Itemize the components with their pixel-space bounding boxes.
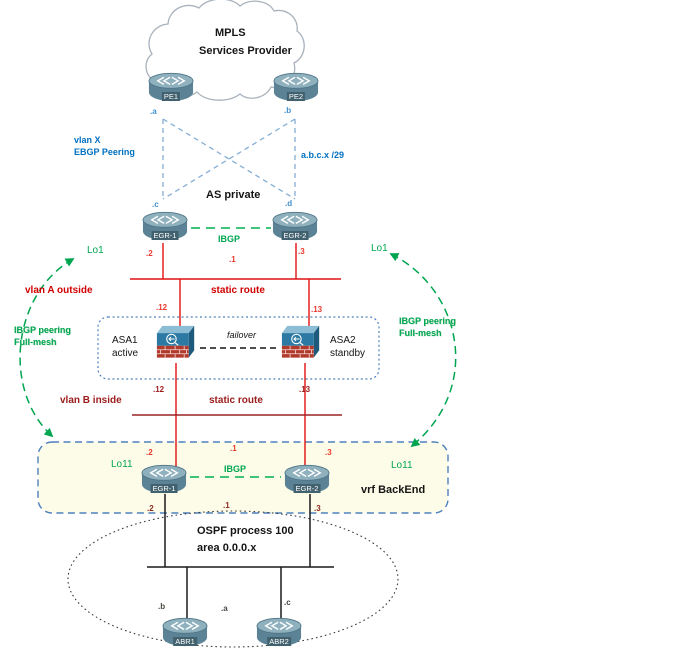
label-port-c-ospf: .c bbox=[284, 598, 291, 607]
firewall-asa1 bbox=[153, 324, 199, 364]
label-lo1-right: Lo1 bbox=[371, 243, 388, 254]
router-egr1-bottom: EGR-1 bbox=[139, 464, 189, 494]
label-vlan-x: vlan X bbox=[74, 135, 101, 145]
label-as-private: AS private bbox=[206, 189, 261, 201]
label-port-b-ospf: .b bbox=[158, 602, 166, 611]
label-port-a-ospf: .a bbox=[221, 604, 228, 613]
router-label: EGR-1 bbox=[150, 484, 178, 493]
lo1-curves bbox=[19, 253, 457, 448]
label-ip12-top: .12 bbox=[156, 303, 168, 312]
router-egr2-bottom: EGR-2 bbox=[282, 464, 332, 494]
label-lo1-left: Lo1 bbox=[87, 245, 104, 256]
label-ip1-top: .1 bbox=[229, 255, 236, 264]
router-label: ABR1 bbox=[173, 637, 197, 646]
label-ip2-ospf: .2 bbox=[147, 504, 154, 513]
firewall-icon bbox=[156, 325, 195, 358]
label-ospf-area: area 0.0.0.x bbox=[197, 542, 257, 554]
label-mesh-right-2: Full-mesh bbox=[399, 328, 442, 338]
firewall-asa2 bbox=[278, 324, 324, 364]
label-port-b: .b bbox=[284, 106, 292, 115]
label-mesh-left-1: IBGP peering bbox=[14, 325, 71, 335]
label-ip13-top: .13 bbox=[311, 305, 323, 314]
router-pe2: PE2 bbox=[271, 72, 321, 102]
label-ip2-top: .2 bbox=[146, 249, 153, 258]
label-lo11-left: Lo11 bbox=[111, 459, 133, 470]
ebgp-links bbox=[162, 118, 296, 200]
label-ip3-mid: .3 bbox=[325, 448, 332, 457]
label-port-d: .d bbox=[285, 199, 293, 208]
label-port-c: .c bbox=[152, 200, 159, 209]
label-vrf-name: vrf BackEnd bbox=[361, 484, 426, 496]
label-ibgp-bottom: IBGP bbox=[224, 464, 247, 474]
router-label: EGR-1 bbox=[151, 231, 179, 240]
label-ip1-mid: .1 bbox=[230, 444, 237, 453]
label-ospf-process: OSPF process 100 bbox=[197, 525, 294, 537]
label-vlan-b: vlan B inside bbox=[60, 395, 122, 406]
label-static-route-top: static route bbox=[211, 285, 265, 296]
router-icon bbox=[273, 72, 319, 102]
label-ip1-ospf: .1 bbox=[223, 501, 230, 510]
lo1-curve-right bbox=[389, 253, 457, 448]
label-ibgp-top: IBGP bbox=[218, 234, 241, 244]
cloud-title: MPLS bbox=[215, 27, 246, 39]
label-mesh-right-1: IBGP peering bbox=[399, 316, 456, 326]
ibgp-links bbox=[190, 227, 281, 478]
label-mesh-left-2: Full-mesh bbox=[14, 337, 57, 347]
label-lo11-right: Lo11 bbox=[391, 460, 413, 471]
router-abr1: ABR1 bbox=[160, 617, 210, 647]
label-ip2-mid: .2 bbox=[146, 448, 153, 457]
cloud-subtitle: Services Provider bbox=[199, 45, 292, 57]
label-asa1-name: ASA1 bbox=[112, 335, 138, 346]
router-egr1-top: EGR-1 bbox=[140, 211, 190, 241]
router-pe1: PE1 bbox=[146, 72, 196, 102]
router-egr2-top: EGR-2 bbox=[270, 211, 320, 241]
label-ip3-ospf: .3 bbox=[314, 504, 321, 513]
router-label: EGR-2 bbox=[281, 231, 309, 240]
label-ip3-top: .3 bbox=[298, 247, 305, 256]
label-asa2-name: ASA2 bbox=[330, 335, 356, 346]
firewall-icon bbox=[281, 325, 320, 358]
router-label: ABR2 bbox=[267, 637, 291, 646]
label-subnet: a.b.c.x /29 bbox=[301, 150, 345, 160]
label-ip13-bottom: .13 bbox=[299, 385, 311, 394]
label-ebgp-peering: EBGP Peering bbox=[74, 147, 135, 157]
label-static-route-bottom: static route bbox=[209, 395, 263, 406]
label-port-a: .a bbox=[150, 107, 157, 116]
label-asa1-role: active bbox=[112, 348, 139, 359]
ospf-links bbox=[147, 494, 334, 620]
router-label: EGR-2 bbox=[293, 484, 321, 493]
router-label: PE2 bbox=[286, 92, 306, 101]
router-icon bbox=[148, 72, 194, 102]
router-abr2: ABR2 bbox=[254, 617, 304, 647]
router-label: PE1 bbox=[161, 92, 181, 101]
label-vlan-a: vlan A outside bbox=[25, 285, 93, 296]
label-ip12-bottom: .12 bbox=[153, 385, 165, 394]
label-asa2-role: standby bbox=[330, 348, 366, 359]
ospf-area-ellipse bbox=[67, 510, 399, 648]
label-failover: failover bbox=[227, 330, 257, 340]
